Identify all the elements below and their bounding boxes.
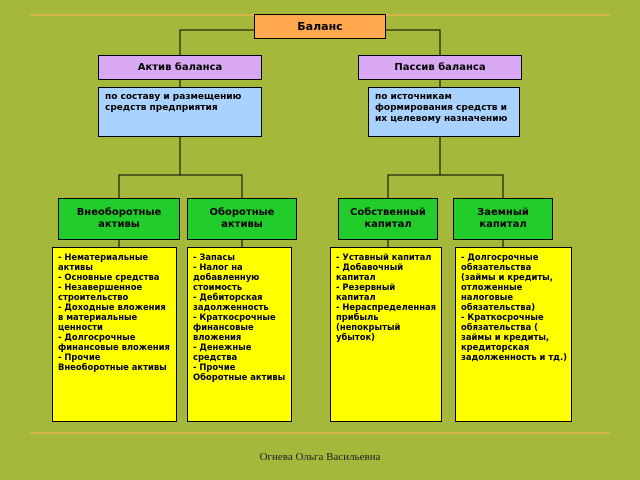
footer-author: Огнева Ольга Васильевна xyxy=(259,451,381,463)
asset-description: по составу и размещению средств предприя… xyxy=(105,92,242,113)
list-box-borrowed-capital: - Долгосрочные обязательства (займы и кр… xyxy=(455,247,572,422)
list-item: - Незавершенное строительство xyxy=(58,282,143,302)
list-borrowed-capital: - Долгосрочные обязательства (займы и кр… xyxy=(456,248,571,362)
list-equity: - Уставный капитал - Добавочный капитал … xyxy=(331,248,441,342)
list-current-assets: - Запасы - Налог на добавленную стоимост… xyxy=(188,248,291,382)
connector-liability-groups xyxy=(387,174,504,198)
root-title: Баланс xyxy=(297,20,343,33)
liability-description-box: по источникам формирования средств и их … xyxy=(368,87,520,137)
root-box: Баланс xyxy=(254,14,386,39)
list-item: - Резервный капитал xyxy=(336,282,396,302)
group-title-noncurrent-assets: Внеоборотные активы xyxy=(76,207,162,230)
list-item: - Денежные средства xyxy=(193,342,252,362)
list-item: - Уставный капитал xyxy=(336,252,432,262)
list-item: - Основные средства xyxy=(58,272,160,282)
list-item: - Налог на добавленную стоимость xyxy=(193,262,260,292)
list-item: - Запасы xyxy=(193,252,235,262)
liability-title: Пассив баланса xyxy=(394,61,486,73)
list-item: - Нематериальные активы xyxy=(58,252,149,272)
list-box-noncurrent-assets: - Нематериальные активы - Основные средс… xyxy=(52,247,177,422)
list-item: - Прочие Внеоборотные активы xyxy=(58,352,167,372)
group-title-borrowed-capital: Заемный капитал xyxy=(477,207,529,230)
list-item: - Нераспределенная прибыль (непокрытый у… xyxy=(336,302,437,342)
list-item: - Добавочный капитал xyxy=(336,262,404,282)
list-item: - Доходные вложения в материальные ценно… xyxy=(58,302,166,332)
list-item: - Долгосрочные обязательства (займы и кр… xyxy=(461,252,553,312)
list-box-current-assets: - Запасы - Налог на добавленную стоимост… xyxy=(187,247,292,422)
group-box-equity: Собственный капитал xyxy=(338,198,438,240)
list-box-equity: - Уставный капитал - Добавочный капитал … xyxy=(330,247,442,422)
liability-description: по источникам формирования средств и их … xyxy=(375,92,508,124)
list-item: - Дебиторская задолженность xyxy=(193,292,269,312)
group-title-current-assets: Оборотные активы xyxy=(209,207,275,230)
group-box-borrowed-capital: Заемный капитал xyxy=(453,198,553,240)
liability-box: Пассив баланса xyxy=(358,55,522,80)
list-item: - Краткосрочные обязательства ( займы и … xyxy=(461,312,567,362)
list-item: - Прочие Оборотные активы xyxy=(193,362,286,382)
asset-description-box: по составу и размещению средств предприя… xyxy=(98,87,262,137)
list-item: - Долгосрочные финансовые вложения xyxy=(58,332,170,352)
list-item: - Краткосрочные финансовые вложения xyxy=(193,312,276,342)
group-box-noncurrent-assets: Внеоборотные активы xyxy=(58,198,180,240)
bottom-rule xyxy=(30,432,610,434)
list-noncurrent-assets: - Нематериальные активы - Основные средс… xyxy=(53,248,176,372)
connector-root-liability xyxy=(386,29,441,55)
group-title-equity: Собственный капитал xyxy=(350,207,426,230)
connector-root-asset xyxy=(179,29,254,55)
connector-asset-groups xyxy=(118,174,243,198)
asset-box: Актив баланса xyxy=(98,55,262,80)
asset-title: Актив баланса xyxy=(137,61,223,73)
group-box-current-assets: Оборотные активы xyxy=(187,198,297,240)
